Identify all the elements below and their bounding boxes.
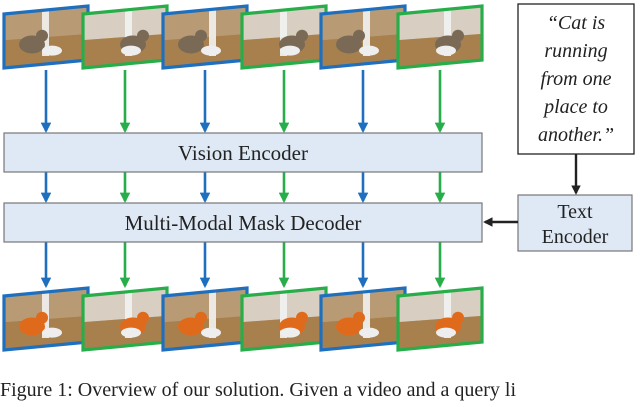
arrows <box>40 70 446 289</box>
prompt-line: running <box>544 40 607 62</box>
figure-caption: Figure 1: Overview of our solution. Give… <box>0 379 516 401</box>
cat-frame-icon <box>2 4 90 70</box>
cat-mask-frame-icon <box>81 286 169 352</box>
cat-mask-frame-icon <box>319 286 407 352</box>
cat-frame-icon <box>161 4 249 70</box>
cat-frame-icon <box>319 4 407 70</box>
prompt-line: place to <box>542 96 608 118</box>
mask-decoder-label: Multi-Modal Mask Decoder <box>125 211 362 235</box>
cat-frame-icon <box>240 4 328 70</box>
text-encoder-label-line2: Encoder <box>542 226 609 248</box>
vision-encoder-block: Vision Encoder <box>3 132 483 173</box>
cat-mask-frame-icon <box>161 286 249 352</box>
prompt-line: “Cat is <box>547 12 606 34</box>
text-prompt-block: “Cat is running from one place to anothe… <box>517 3 635 155</box>
text-encoder-label-line1: Text <box>557 201 593 223</box>
cat-mask-frame-icon <box>2 286 90 352</box>
prompt-line: another.” <box>538 124 614 146</box>
input-frames <box>2 4 484 70</box>
vision-encoder-label: Vision Encoder <box>178 141 308 165</box>
prompt-line: from one <box>541 68 612 90</box>
text-encoder-block: Text Encoder <box>517 194 633 252</box>
mask-decoder-block: Multi-Modal Mask Decoder <box>3 202 483 243</box>
cat-mask-frame-icon <box>396 286 484 352</box>
cat-frame-icon <box>396 4 484 70</box>
cat-frame-icon <box>81 4 169 70</box>
output-frames <box>2 286 484 352</box>
cat-mask-frame-icon <box>240 286 328 352</box>
